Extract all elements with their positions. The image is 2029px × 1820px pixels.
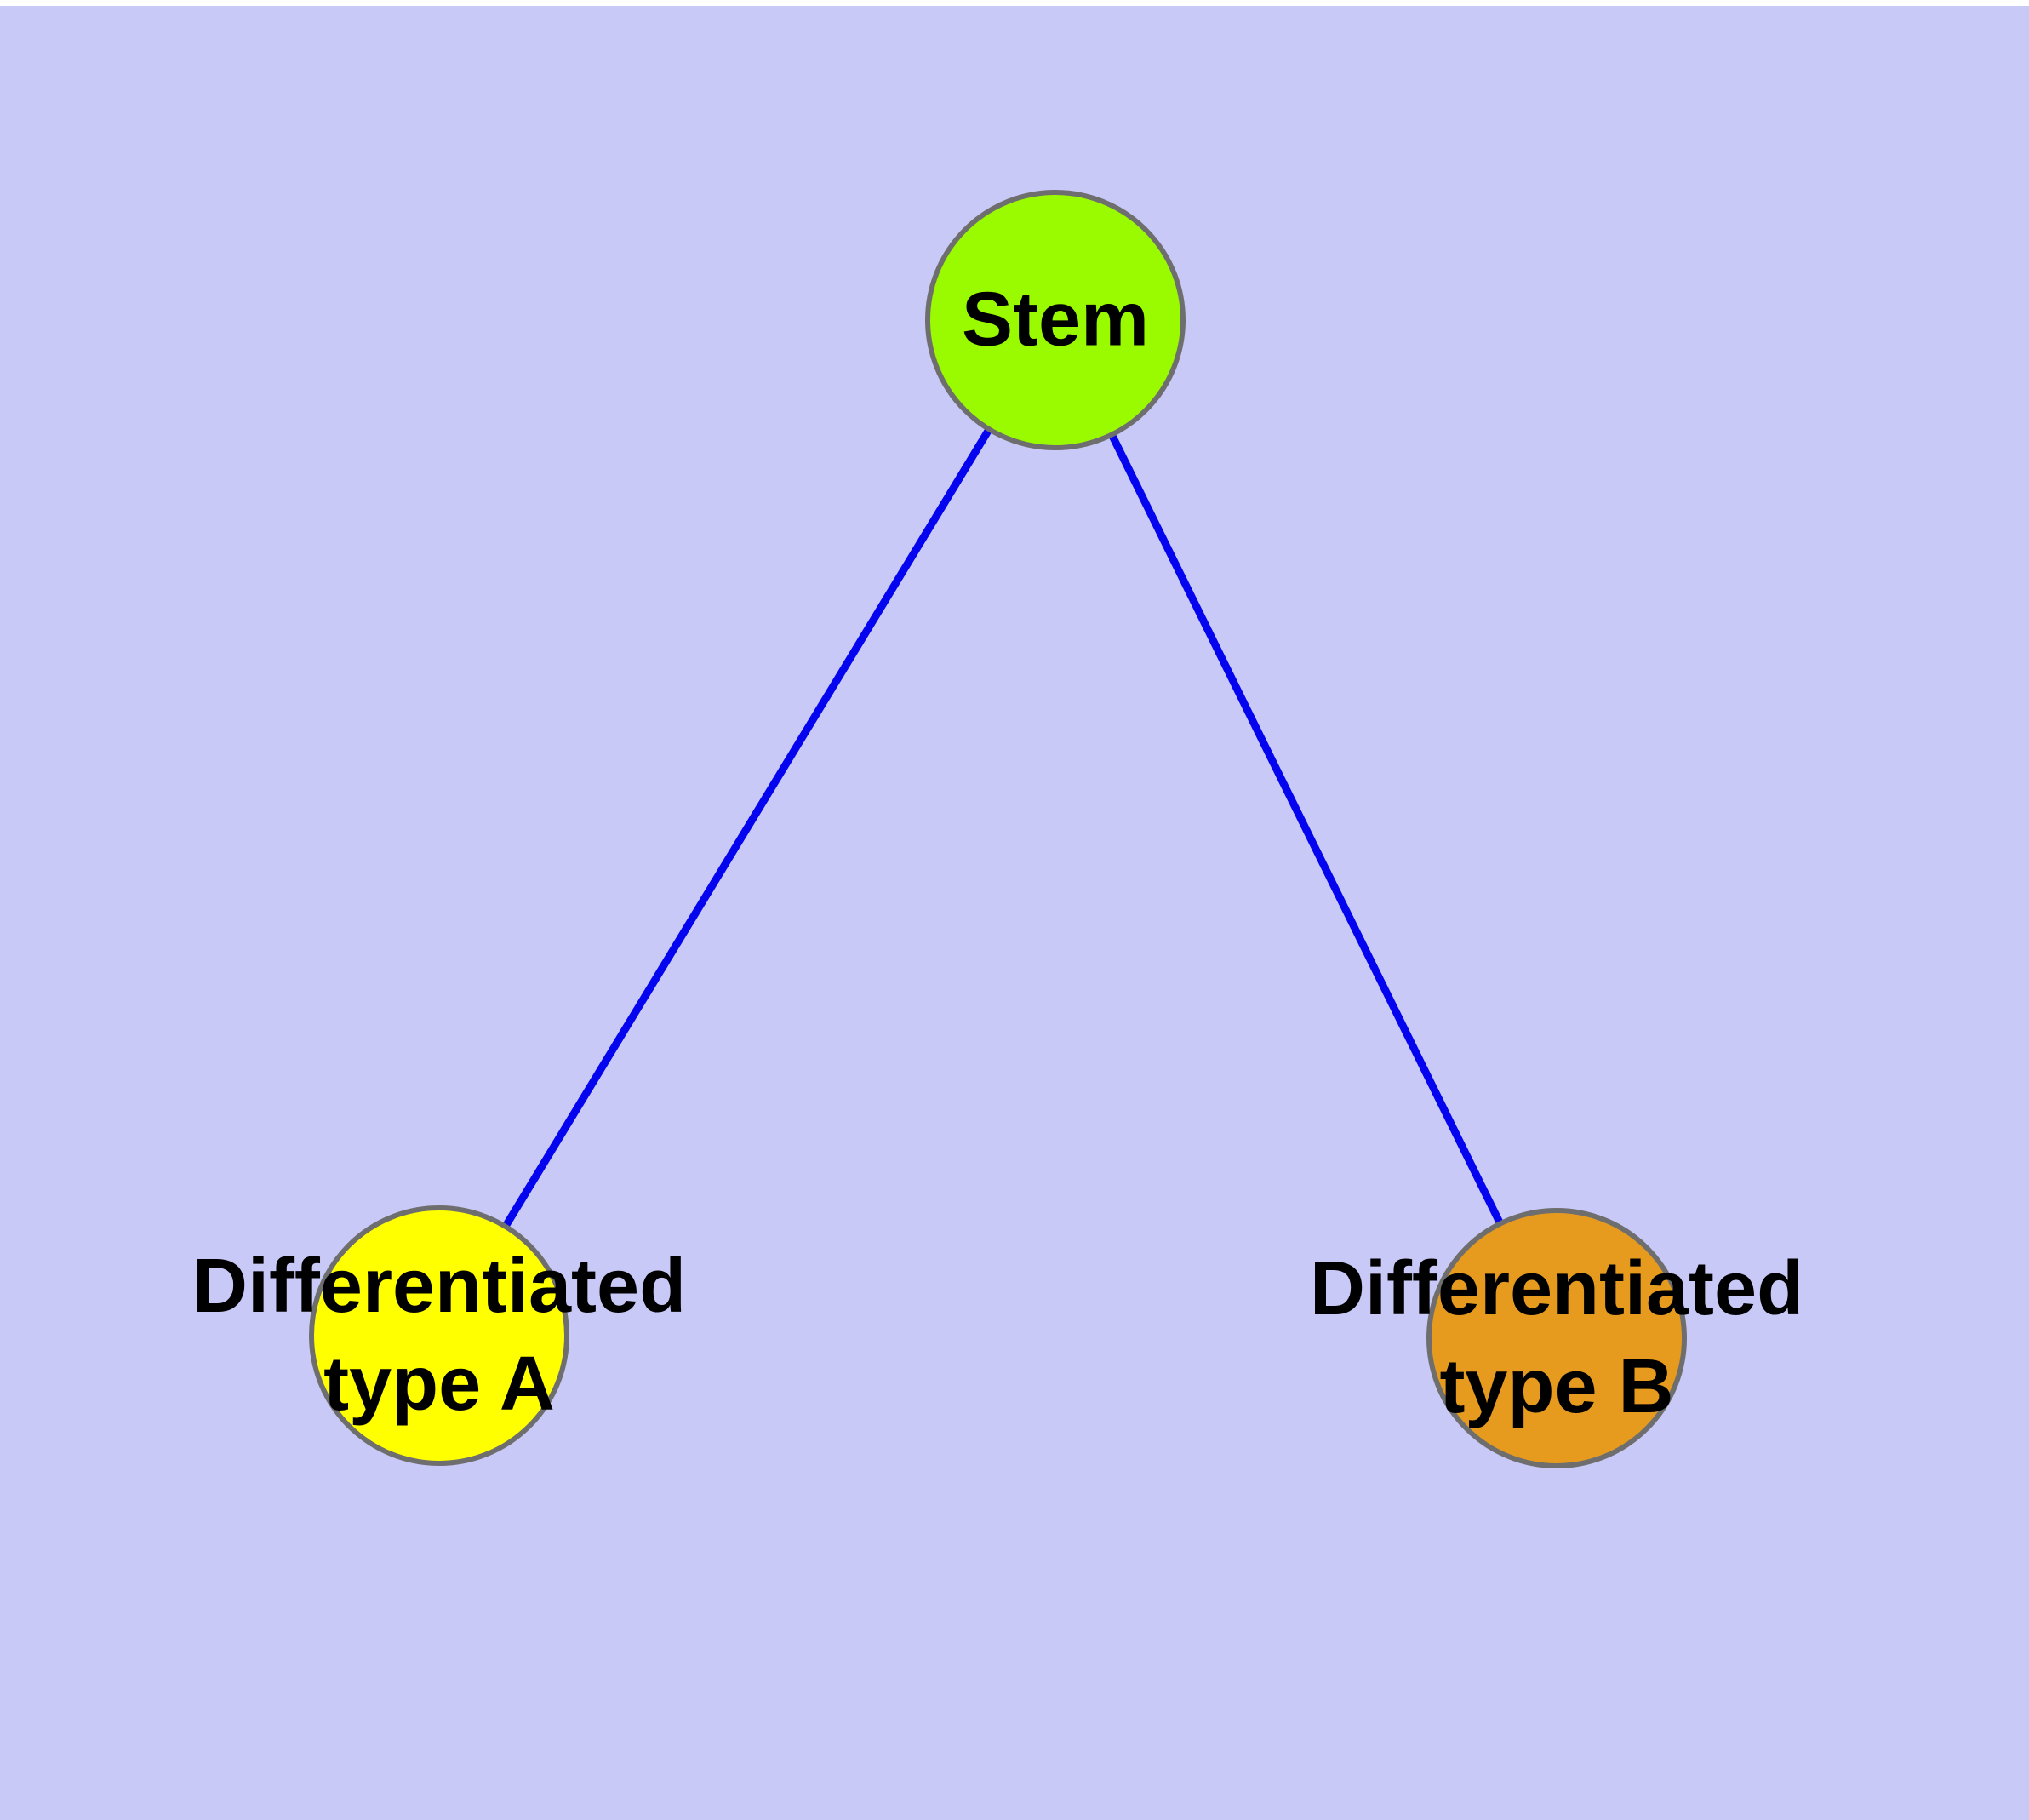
edge-stem-to-diff-b <box>1051 318 1561 1340</box>
graph-figure <box>0 6 2029 1820</box>
node-diff-a-circle <box>309 1205 569 1466</box>
node-stem-circle <box>925 190 1186 450</box>
node-diff-b-circle <box>1426 1208 1687 1468</box>
edge-stem-to-diff-a <box>436 318 1059 1338</box>
